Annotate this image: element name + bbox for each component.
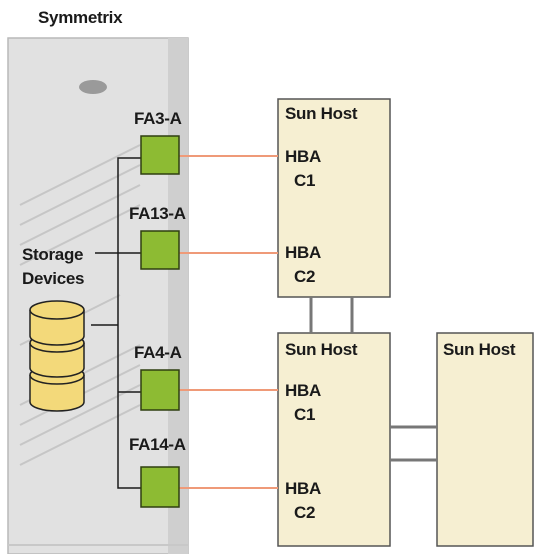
- host-2-hba-2-channel: C2: [294, 503, 316, 522]
- port-label-fa4-a: FA4-A: [134, 343, 182, 362]
- host-2-title: Sun Host: [285, 340, 358, 359]
- host-1-hba-2-label: HBA: [285, 243, 321, 262]
- host-2-hba-2-label: HBA: [285, 479, 321, 498]
- sun-host-3: [436, 332, 534, 547]
- fibre-links: [179, 155, 278, 489]
- port-fa4-a: [140, 369, 180, 411]
- host-3-title: Sun Host: [443, 340, 516, 359]
- storage-label-line2: Devices: [22, 269, 85, 288]
- host-1-hba-1-channel: C1: [294, 171, 316, 190]
- host-1-hba-1-label: HBA: [285, 147, 321, 166]
- internal-bus: [91, 157, 141, 489]
- sun-host-2: [277, 332, 391, 547]
- port-fa14-a: [140, 466, 180, 508]
- port-label-fa13-a: FA13-A: [129, 204, 186, 223]
- port-fa13-a: [140, 230, 180, 270]
- disk-stack-icon: [29, 300, 85, 412]
- host-2-hba-1-channel: C1: [294, 405, 316, 424]
- host-interconnect-links: [309, 297, 437, 462]
- storage-label-line1: Storage: [22, 245, 84, 264]
- sun-host-1: [277, 98, 391, 298]
- host-1-title: Sun Host: [285, 104, 358, 123]
- symmetrix-title: Symmetrix: [38, 8, 123, 27]
- cabinet-badge-icon: [79, 80, 107, 94]
- port-label-fa14-a: FA14-A: [129, 435, 186, 454]
- port-fa3-a: [140, 135, 180, 175]
- host-1-hba-2-channel: C2: [294, 267, 316, 286]
- port-label-fa3-a: FA3-A: [134, 109, 182, 128]
- host-2-hba-1-label: HBA: [285, 381, 321, 400]
